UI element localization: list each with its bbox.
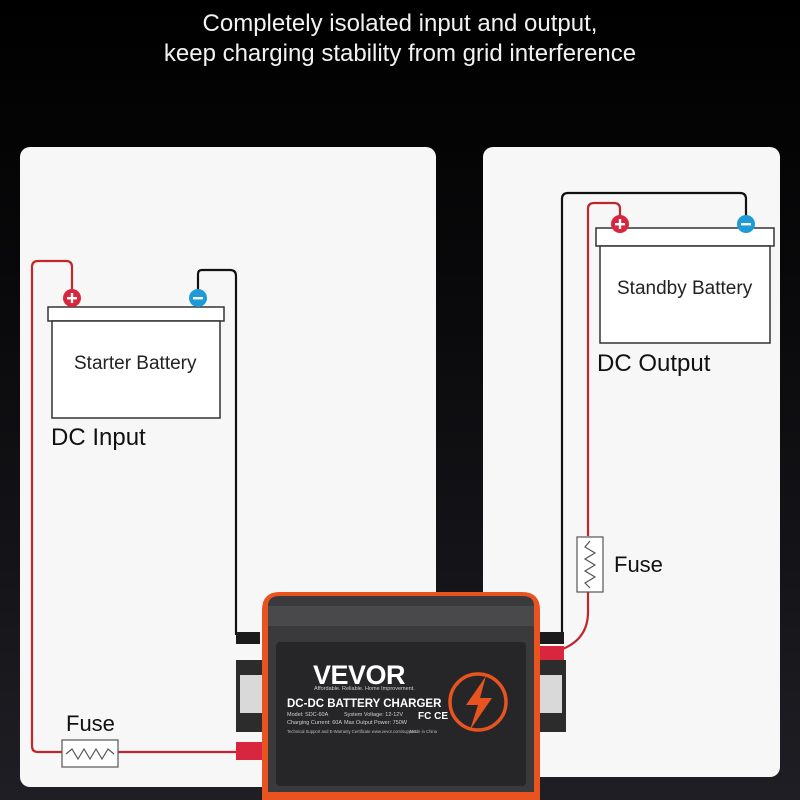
input-negative-wire — [196, 268, 238, 635]
headline-line-2: keep charging stability from grid interf… — [163, 40, 637, 67]
starter-battery — [47, 306, 225, 419]
brand-tagline: Affordable. Reliable. Home Improvement. — [314, 686, 415, 692]
plus-icon — [611, 215, 629, 233]
standby-battery — [595, 227, 775, 344]
support-text: Technical Support and E-Warranty Certifi… — [287, 729, 417, 734]
headline-line-1: Completely isolated input and output, — [202, 10, 598, 37]
fuse-icon — [61, 739, 119, 768]
dc-dc-charger-device — [236, 592, 566, 800]
spec-model: Model: SDC-60A — [287, 712, 329, 718]
fuse-icon — [576, 536, 604, 593]
dc-input-label: DC Input — [51, 424, 146, 451]
spec-power: Max Output Power: 750W — [344, 720, 407, 726]
input-fuse-label: Fuse — [66, 711, 115, 736]
minus-icon — [189, 289, 207, 307]
output-positive-wire — [559, 201, 622, 652]
dc-output-label: DC Output — [597, 350, 711, 377]
lightning-icon — [448, 672, 508, 732]
starter-battery-label: Starter Battery — [74, 353, 197, 374]
brand-logo: VEVOR — [313, 660, 406, 690]
output-fuse-label: Fuse — [614, 552, 663, 577]
origin-text: Made in China — [410, 729, 438, 734]
spec-current: Charging Current: 60A — [287, 720, 343, 726]
certification-marks: FC CE — [418, 711, 448, 722]
plus-icon — [63, 289, 81, 307]
minus-icon — [737, 215, 755, 233]
standby-battery-label: Standby Battery — [617, 278, 753, 299]
spec-voltage: System Voltage: 12-12V — [344, 712, 404, 718]
output-negative-wire — [560, 191, 748, 640]
product-name: DC-DC BATTERY CHARGER — [287, 698, 442, 710]
